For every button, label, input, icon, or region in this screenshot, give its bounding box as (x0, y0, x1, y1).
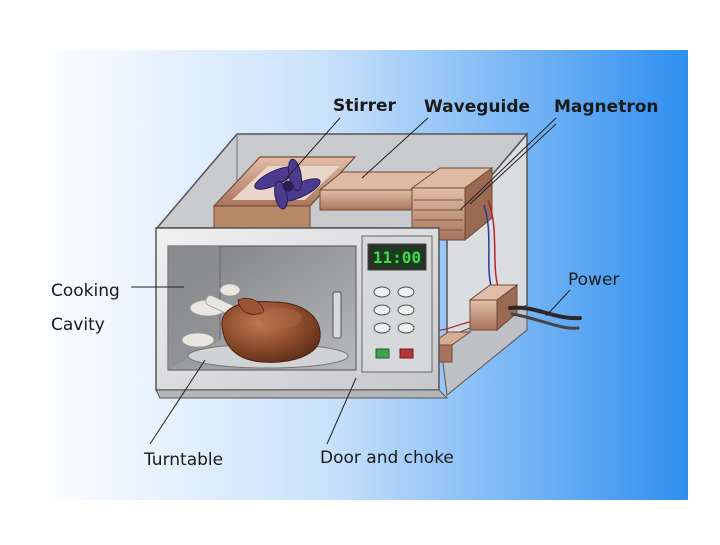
label-turntable: Turntable (144, 450, 224, 470)
power-box (469, 299, 498, 331)
keypad-button (397, 286, 415, 298)
power-box-side (496, 284, 518, 332)
label-door-choke: Door and choke (320, 448, 454, 468)
label-magnetron: Magnetron (554, 97, 659, 117)
label-cavity: Cavity (51, 315, 105, 335)
stop-button-red (399, 348, 414, 359)
start-button-green (375, 348, 390, 359)
keypad-button (373, 286, 391, 298)
door-handle (332, 291, 342, 339)
leader-lines (131, 117, 571, 445)
keypad-button (373, 304, 391, 316)
label-cooking: Cooking (51, 281, 120, 301)
keypad-button (373, 322, 391, 334)
display-time: 11:00 (373, 248, 421, 267)
stirrer-housing-front (213, 205, 311, 229)
power-cable-2 (510, 312, 580, 330)
front-panel-bottom (155, 389, 449, 399)
power-cable (508, 305, 582, 321)
label-power: Power (568, 270, 620, 290)
keypad (373, 286, 415, 359)
label-stirrer: Stirrer (333, 96, 396, 116)
display-screen (372, 247, 422, 267)
keypad-button (397, 322, 415, 334)
chicken-icon (181, 283, 321, 363)
keypad-button (397, 304, 415, 316)
label-waveguide: Waveguide (424, 97, 531, 117)
